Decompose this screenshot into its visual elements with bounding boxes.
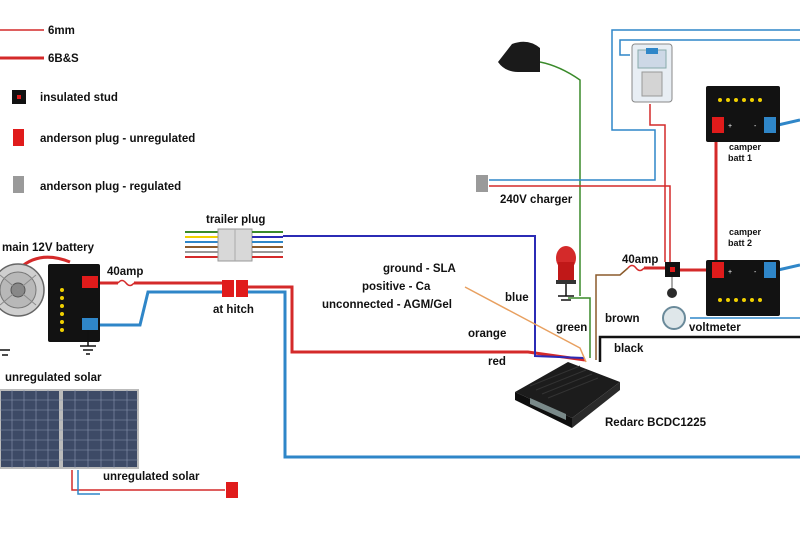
- positive-ca-label: positive - Ca: [362, 281, 431, 293]
- blue-wire-label: blue: [505, 292, 529, 304]
- right-fuse-icon: [627, 264, 645, 272]
- camper-batt1-label-1: camper: [729, 142, 762, 152]
- voltmeter-switch-icon: [667, 288, 677, 298]
- solar-anderson-plug-icon: [226, 482, 238, 498]
- red-wire-label: red: [488, 356, 506, 368]
- green-wire-top: [539, 61, 581, 296]
- camper-battery-1-icon: [706, 86, 780, 142]
- trailer-plug-icon: [185, 228, 283, 262]
- charger-negative-wire: [489, 29, 800, 181]
- hitch-redarc-red-wire: [248, 285, 586, 362]
- camper-battery-2-icon: [706, 260, 780, 316]
- redarc-label: Redarc BCDC1225: [605, 417, 707, 429]
- legend-anderson-regulated-label: anderson plug - regulated: [40, 181, 181, 193]
- fuse-box-icon: [631, 43, 673, 103]
- indicator-light-icon: [556, 246, 576, 301]
- black-wire-label: black: [614, 343, 644, 355]
- orange-wire: [464, 286, 587, 363]
- charger-positive-wire: [489, 185, 671, 262]
- right-fuse-label: 40amp: [622, 254, 658, 266]
- solar-panel-icon: [0, 389, 139, 469]
- black-wire: [598, 335, 800, 362]
- charger-anderson-plug-icon: [476, 175, 488, 192]
- brown-wire: [595, 267, 629, 360]
- green-wire: [568, 297, 591, 358]
- brown-wire-label: brown: [605, 313, 640, 325]
- at-hitch-label: at hitch: [213, 304, 254, 316]
- legend-anderson-unregulated-label: anderson plug - unregulated: [40, 133, 195, 145]
- voltmeter-icon: [662, 306, 686, 330]
- camper-batt1-label-2: batt 1: [728, 153, 752, 163]
- battery-negative-wire: [88, 290, 225, 327]
- hitch-anderson-plug-icon: [222, 280, 248, 297]
- trailer-plug-blue-wire: [283, 235, 585, 359]
- trailer-plug-label: trailer plug: [206, 214, 265, 226]
- solar-wire-red: [71, 470, 225, 491]
- wires: [18, 29, 800, 495]
- unregulated-solar-label-top: unregulated solar: [5, 372, 102, 384]
- ground-sla-label: ground - SLA: [383, 263, 456, 275]
- ground-symbol-battery: [80, 330, 96, 355]
- anderson-unregulated-icon: [13, 129, 24, 146]
- unconnected-agm-label: unconnected - AGM/Gel: [322, 299, 452, 311]
- camper-batt1-minus: -: [754, 123, 757, 130]
- left-fuse-icon: [117, 279, 135, 287]
- voltmeter-label: voltmeter: [689, 322, 741, 334]
- ground-symbol-alternator: [0, 349, 10, 356]
- orange-wire-label: orange: [468, 328, 506, 340]
- green-wire-label: green: [556, 322, 587, 334]
- alternator-icon: [0, 263, 45, 317]
- insulated-stud-icon: [665, 262, 680, 277]
- main-battery-label: main 12V battery: [2, 242, 95, 254]
- legend: 6mm 6B&S insulated stud anderson plug - …: [0, 25, 195, 193]
- unregulated-solar-label-bottom: unregulated solar: [103, 471, 200, 483]
- main-battery-icon: [48, 264, 100, 342]
- camper-batt2-plus: +: [728, 269, 732, 276]
- redarc-bcdc-icon: [515, 362, 620, 428]
- negative-return-wire: [248, 290, 800, 459]
- legend-thin-wire-label: 6mm: [48, 25, 75, 37]
- legend-thick-wire-label: 6B&S: [48, 53, 79, 65]
- camper-batt2-label-2: batt 2: [728, 238, 752, 248]
- solar-wire-blue: [77, 470, 100, 495]
- camper-batt2-label-1: camper: [729, 227, 762, 237]
- dc-outlet-icon: [498, 41, 540, 72]
- camper-batt2-minus: -: [754, 269, 757, 276]
- legend-insulated-stud-label: insulated stud: [40, 92, 118, 104]
- left-fuse-label: 40amp: [107, 266, 143, 278]
- charger-label: 240V charger: [500, 194, 573, 206]
- anderson-regulated-icon: [13, 176, 24, 193]
- fusebox-stud-wire: [649, 104, 666, 262]
- camper-batt1-plus: +: [728, 123, 732, 130]
